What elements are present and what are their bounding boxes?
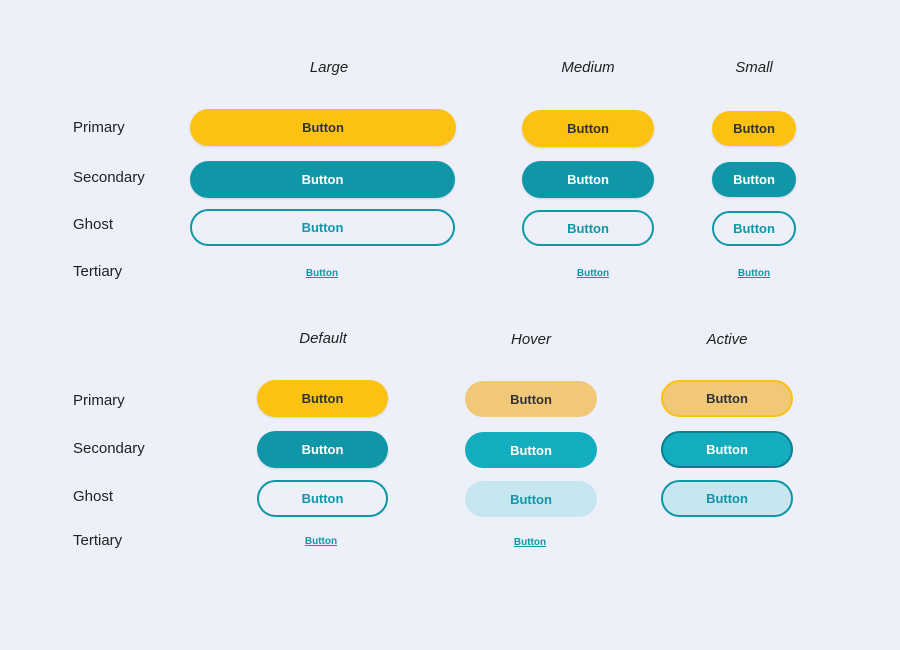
row-label-tertiary: Tertiary [73,532,123,549]
tertiary-large-button[interactable]: Button [305,268,339,279]
primary-active-button[interactable]: Button [661,380,793,417]
row-label-tertiary: Tertiary [73,263,123,280]
ghost-default-button[interactable]: Button [257,480,388,517]
primary-hover-button[interactable]: Button [465,381,597,417]
secondary-medium-button[interactable]: Button [522,161,654,198]
column-header-medium: Medium [561,59,615,76]
secondary-small-button[interactable]: Button [712,162,796,197]
primary-default-button[interactable]: Button [257,380,388,417]
primary-small-button[interactable]: Button [712,111,796,146]
column-header-default: Default [299,330,347,347]
ghost-large-button[interactable]: Button [190,209,455,246]
row-label-primary: Primary [73,392,125,409]
primary-large-button[interactable]: Button [190,109,456,146]
tertiary-small-button[interactable]: Button [737,268,771,279]
secondary-active-button[interactable]: Button [661,431,793,468]
column-header-small: Small [735,59,773,76]
tertiary-medium-button[interactable]: Button [576,268,610,279]
row-label-secondary: Secondary [73,440,145,457]
row-label-secondary: Secondary [73,169,145,186]
row-label-ghost: Ghost [73,488,114,505]
row-label-ghost: Ghost [73,216,114,233]
secondary-hover-button[interactable]: Button [465,432,597,468]
secondary-large-button[interactable]: Button [190,161,455,198]
secondary-default-button[interactable]: Button [257,431,388,468]
ghost-hover-button[interactable]: Button [465,481,597,517]
ghost-medium-button[interactable]: Button [522,210,654,246]
column-header-large: Large [309,59,349,76]
column-header-active: Active [706,331,748,348]
column-header-hover: Hover [510,331,552,348]
ghost-active-button[interactable]: Button [661,480,793,517]
row-label-primary: Primary [73,119,125,136]
tertiary-default-button[interactable]: Button [304,536,338,547]
ghost-small-button[interactable]: Button [712,211,796,246]
tertiary-hover-button[interactable]: Button [513,537,547,548]
primary-medium-button[interactable]: Button [522,110,654,147]
